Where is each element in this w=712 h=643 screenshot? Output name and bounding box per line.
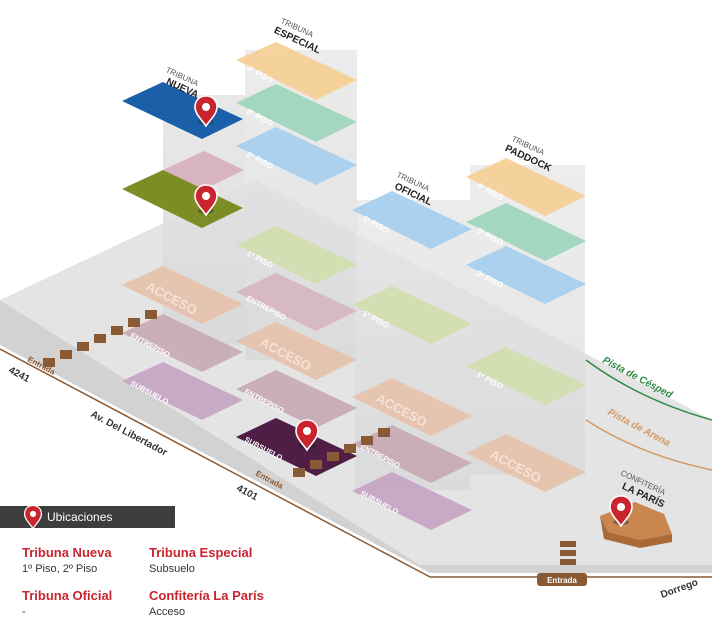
legend-item-name: Tribuna Nueva xyxy=(22,545,112,560)
subsuelo-especial xyxy=(236,418,357,476)
entrada-steps-center xyxy=(293,428,390,477)
legend-header: Ubicaciones xyxy=(0,504,175,530)
especial-piso2 xyxy=(236,127,357,185)
paddock-piso1 xyxy=(466,347,586,405)
legend-item-tribuna-especial: Tribuna Especial Subsuelo xyxy=(149,545,289,576)
street-4241-label: 4241 xyxy=(7,365,32,385)
entrada-dorrego-label: Entrada xyxy=(547,576,577,585)
especial-piso3 xyxy=(236,84,357,142)
column-paddock xyxy=(470,165,585,475)
legend-item-name: Confitería La París xyxy=(149,588,264,603)
pin-nueva-piso1[interactable] xyxy=(194,184,218,216)
acceso-especial xyxy=(236,322,357,380)
subsuelo-oficial xyxy=(352,472,472,530)
track-cesped-line xyxy=(585,359,712,421)
pin-especial-subsuelo[interactable] xyxy=(295,419,319,451)
entrada-steps-left xyxy=(43,310,157,367)
acceso-paddock xyxy=(466,434,586,492)
nueva-mid-floor xyxy=(163,151,244,190)
entrada-steps-dorrego xyxy=(560,541,576,565)
entrepiso-especial xyxy=(236,370,357,428)
nueva-piso1 xyxy=(122,170,243,228)
especial-piso1 xyxy=(236,226,357,284)
pin-nueva-piso2[interactable] xyxy=(194,95,218,127)
street-dorrego-label: Dorrego xyxy=(659,577,699,601)
street-libertador-line xyxy=(0,348,431,578)
paddock-piso2 xyxy=(466,246,586,304)
legend-item-name: Tribuna Oficial xyxy=(22,588,113,603)
legend-item-tribuna-oficial: Tribuna Oficial - xyxy=(22,588,162,619)
entrepiso-oficial xyxy=(352,425,472,483)
paddock-piso4 xyxy=(466,158,586,216)
oficial-piso2 xyxy=(352,191,472,249)
track-arena-line xyxy=(585,419,712,471)
legend-item-tribuna-nueva: Tribuna Nueva 1º Piso, 2º Piso xyxy=(22,545,162,576)
street-4101-label: 4101 xyxy=(235,483,260,503)
especial-entrepiso xyxy=(236,273,357,331)
legend-item-name: Tribuna Especial xyxy=(149,545,253,560)
legend-item-levels: Acceso xyxy=(149,606,186,618)
pin-confiteria[interactable] xyxy=(609,495,633,527)
legend-title: Ubicaciones xyxy=(47,510,113,524)
paddock-piso3 xyxy=(466,203,586,261)
especial-piso4 xyxy=(236,42,357,100)
legend-item-levels: 1º Piso, 2º Piso xyxy=(22,563,98,575)
legend-item-confiteria: Confitería La París Acceso xyxy=(149,588,289,619)
acceso-nueva xyxy=(122,266,243,324)
nueva-piso2 xyxy=(122,82,243,139)
map-pin-icon xyxy=(23,504,43,530)
confiteria-shadow xyxy=(600,516,672,548)
oficial-piso1 xyxy=(352,286,472,344)
entrepiso-nueva xyxy=(122,314,243,372)
acceso-oficial xyxy=(352,378,472,436)
legend-item-levels: - xyxy=(22,606,26,618)
subsuelo-nueva xyxy=(122,362,243,420)
legend-item-levels: Subsuelo xyxy=(149,563,195,575)
entrada-dorrego-pill xyxy=(537,573,587,586)
